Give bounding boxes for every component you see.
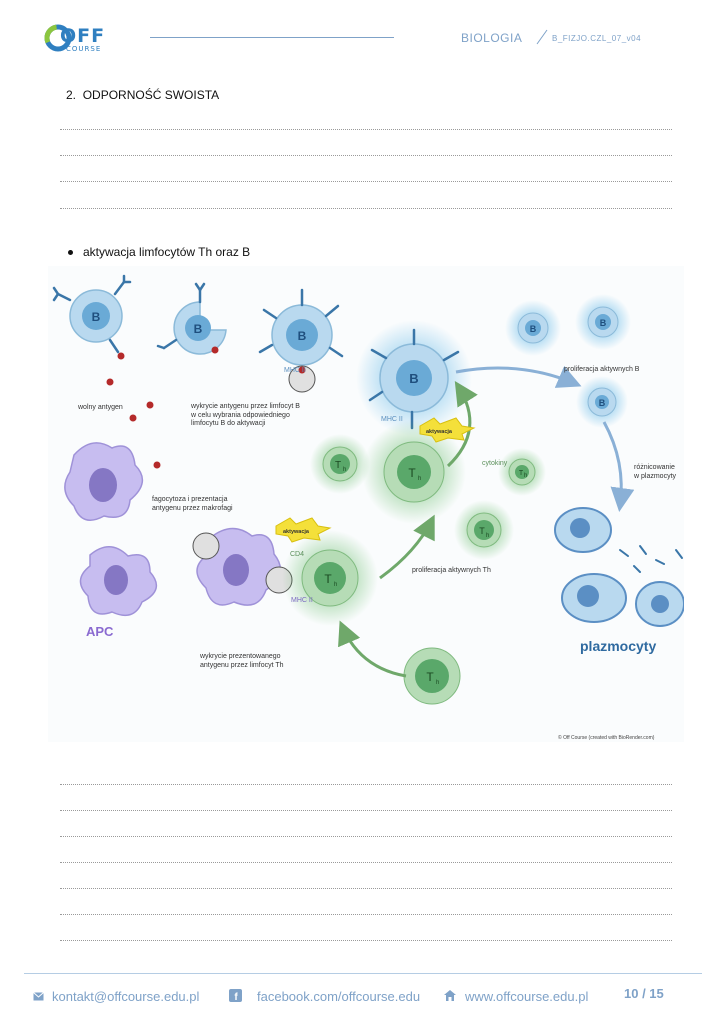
mail-icon [33,992,44,1001]
th-detection-line: wykrycie prezentowanego [200,653,284,662]
phagocytosis-line: antygenu przez makrofagi [152,505,233,514]
bullet-item: aktywacja limfocytów Th oraz B [68,245,250,259]
facebook-icon: f [229,989,242,1002]
prolif-b-label: proliferacja aktywnych B [564,366,639,375]
th-letter: T [335,460,341,471]
bullet-text: aktywacja limfocytów Th oraz B [83,245,250,259]
document-code: B_FIZJO.CZL_07_v04 [552,34,641,43]
b-detection-line: wykrycie antygenu przez limfocyt B [191,403,300,412]
slash-divider [535,28,549,46]
prolif-th-label: proliferacja aktywnych Th [412,567,491,576]
cell-letter: B [600,318,607,328]
figure-credit: © Off Course (created with BioRender.com… [558,735,654,741]
th-subscript: h [334,582,337,588]
plasma-label: plazmocyty [580,638,656,654]
note-line [60,810,672,811]
note-line [60,129,672,130]
aktywacja-label-1: aktywacja [426,429,453,435]
mhc-label-apc: MHC II [291,597,313,604]
th-subscript: h [343,467,346,473]
home-icon [443,989,457,1002]
note-line [60,181,672,182]
bullet-dot [68,250,73,255]
phagocytosis-line: fagocytoza i prezentacja [152,496,233,505]
th-letter: T [426,670,434,684]
th-subscript: h [418,476,421,482]
contact-email-link[interactable]: kontakt@offcourse.edu.pl [52,989,199,1004]
mhc-label-b: MHC II [284,367,306,374]
th-letter: T [479,526,485,536]
cell-letter: B [599,398,606,408]
th-letter: T [408,466,416,480]
b-detection-line: limfocytu B do aktywacji [191,420,300,429]
phagocytosis-label: fagocytoza i prezentacja antygenu przez … [152,496,233,513]
cell-letter: B [92,310,101,324]
aktywacja-label-2: aktywacja [283,529,310,535]
header-rule [150,37,394,38]
differentiation-line: w plazmocyty [634,473,676,482]
cd4-label: CD4 [290,551,304,558]
cell-letter: B [194,322,203,336]
differentiation-label: różnicowanie w plazmocyty [634,464,676,481]
note-line [60,888,672,889]
b-detection-label: wykrycie antygenu przez limfocyt B w cel… [191,403,300,429]
differentiation-line: różnicowanie [634,464,676,473]
note-line [60,208,672,209]
apc-label: APC [86,624,113,639]
note-line [60,914,672,915]
page-number: 10 / 15 [624,986,664,1001]
phagocytosis-zoom [193,533,219,559]
b-detection-line: w celu wybrania odpowiedniego [191,412,300,421]
mhc-label-b2: MHC II [381,416,403,423]
th-detection-line: antygenu przez limfocyt Th [200,662,284,671]
logo-main-text: OFF [60,25,105,47]
note-line [60,940,672,941]
section-heading: 2. ODPORNOŚĆ SWOISTA [66,88,219,102]
cell-letter: B [530,324,537,334]
note-line [60,155,672,156]
th-subscript: h [486,533,489,539]
th-detection-label: wykrycie prezentowanego antygenu przez l… [200,653,284,670]
note-line [60,862,672,863]
cytokiny-label: cytokiny [482,460,508,467]
th-subscript: h [436,680,439,686]
note-line [60,784,672,785]
th-letter: T [324,572,332,586]
free-antigen-label: wolny antygen [78,404,123,413]
facebook-link[interactable]: facebook.com/offcourse.edu [257,989,420,1004]
website-link[interactable]: www.offcourse.edu.pl [465,989,588,1004]
section-number: 2. [66,88,76,102]
subject-label: BIOLOGIA [461,31,522,45]
th-subscript: h [524,473,527,479]
footer-rule [24,973,702,974]
section-title: ODPORNOŚĆ SWOISTA [83,88,219,102]
cell-letter: B [298,329,307,343]
immunity-diagram: MHC II MHC II [48,266,684,742]
logo-sub-text: COURSE [66,45,101,53]
note-line [60,836,672,837]
cell-letter: B [409,371,418,386]
